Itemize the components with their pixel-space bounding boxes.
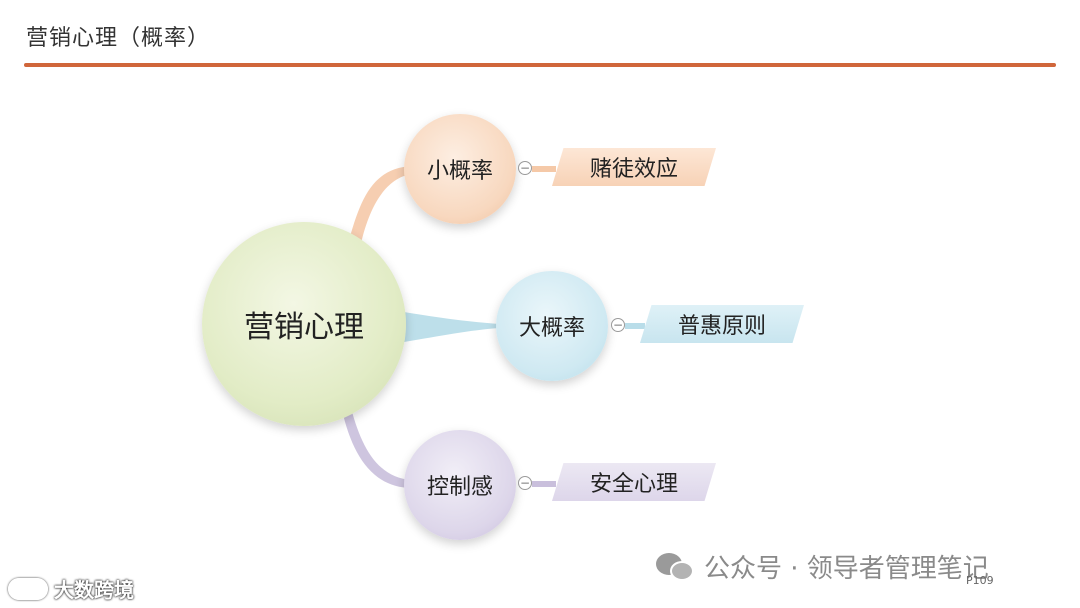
brand-logo-icon <box>8 577 48 600</box>
leaf-node-2[interactable]: 普惠原则 <box>640 305 804 343</box>
connector-branch-1-leaf <box>532 166 556 172</box>
root-node[interactable]: 营销心理 <box>202 222 406 426</box>
connector-root-branch-2 <box>404 312 500 342</box>
leaf-node-2-label: 普惠原则 <box>677 314 766 339</box>
watermark: 公众号 · 领导者管理笔记 <box>656 548 989 585</box>
collapse-icon[interactable]: − <box>518 161 532 175</box>
wechat-icon <box>656 551 696 583</box>
branch-node-3-label: 控制感 <box>426 475 493 500</box>
leaf-node-1-label: 赌徒效应 <box>589 157 678 182</box>
brand-watermark: 大数跨境 <box>8 574 134 603</box>
leaf-node-1[interactable]: 赌徒效应 <box>552 148 716 186</box>
connector-branch-2-leaf <box>625 323 645 329</box>
brand-text: 大数跨境 <box>54 578 134 602</box>
watermark-text: 公众号 · 领导者管理笔记 <box>704 554 989 584</box>
page-number: P109 <box>966 574 994 587</box>
root-node-label: 营销心理 <box>244 310 364 345</box>
title-divider <box>24 63 1056 67</box>
page-title: 营销心理（概率） <box>26 26 211 51</box>
branch-node-2-label: 大概率 <box>518 316 585 341</box>
leaf-node-3-label: 安全心理 <box>589 472 678 497</box>
branch-node-1[interactable]: 小概率 <box>404 114 516 224</box>
branch-node-3[interactable]: 控制感 <box>404 430 516 540</box>
connector-root-branch-3 <box>342 404 412 488</box>
connector-branch-3-leaf <box>532 481 556 487</box>
branch-node-2[interactable]: 大概率 <box>496 271 608 381</box>
leaf-node-3[interactable]: 安全心理 <box>552 463 716 501</box>
connector-root-branch-1 <box>348 166 412 248</box>
collapse-icon[interactable]: − <box>611 318 625 332</box>
collapse-icon[interactable]: − <box>518 476 532 490</box>
branch-node-1-label: 小概率 <box>426 159 493 184</box>
